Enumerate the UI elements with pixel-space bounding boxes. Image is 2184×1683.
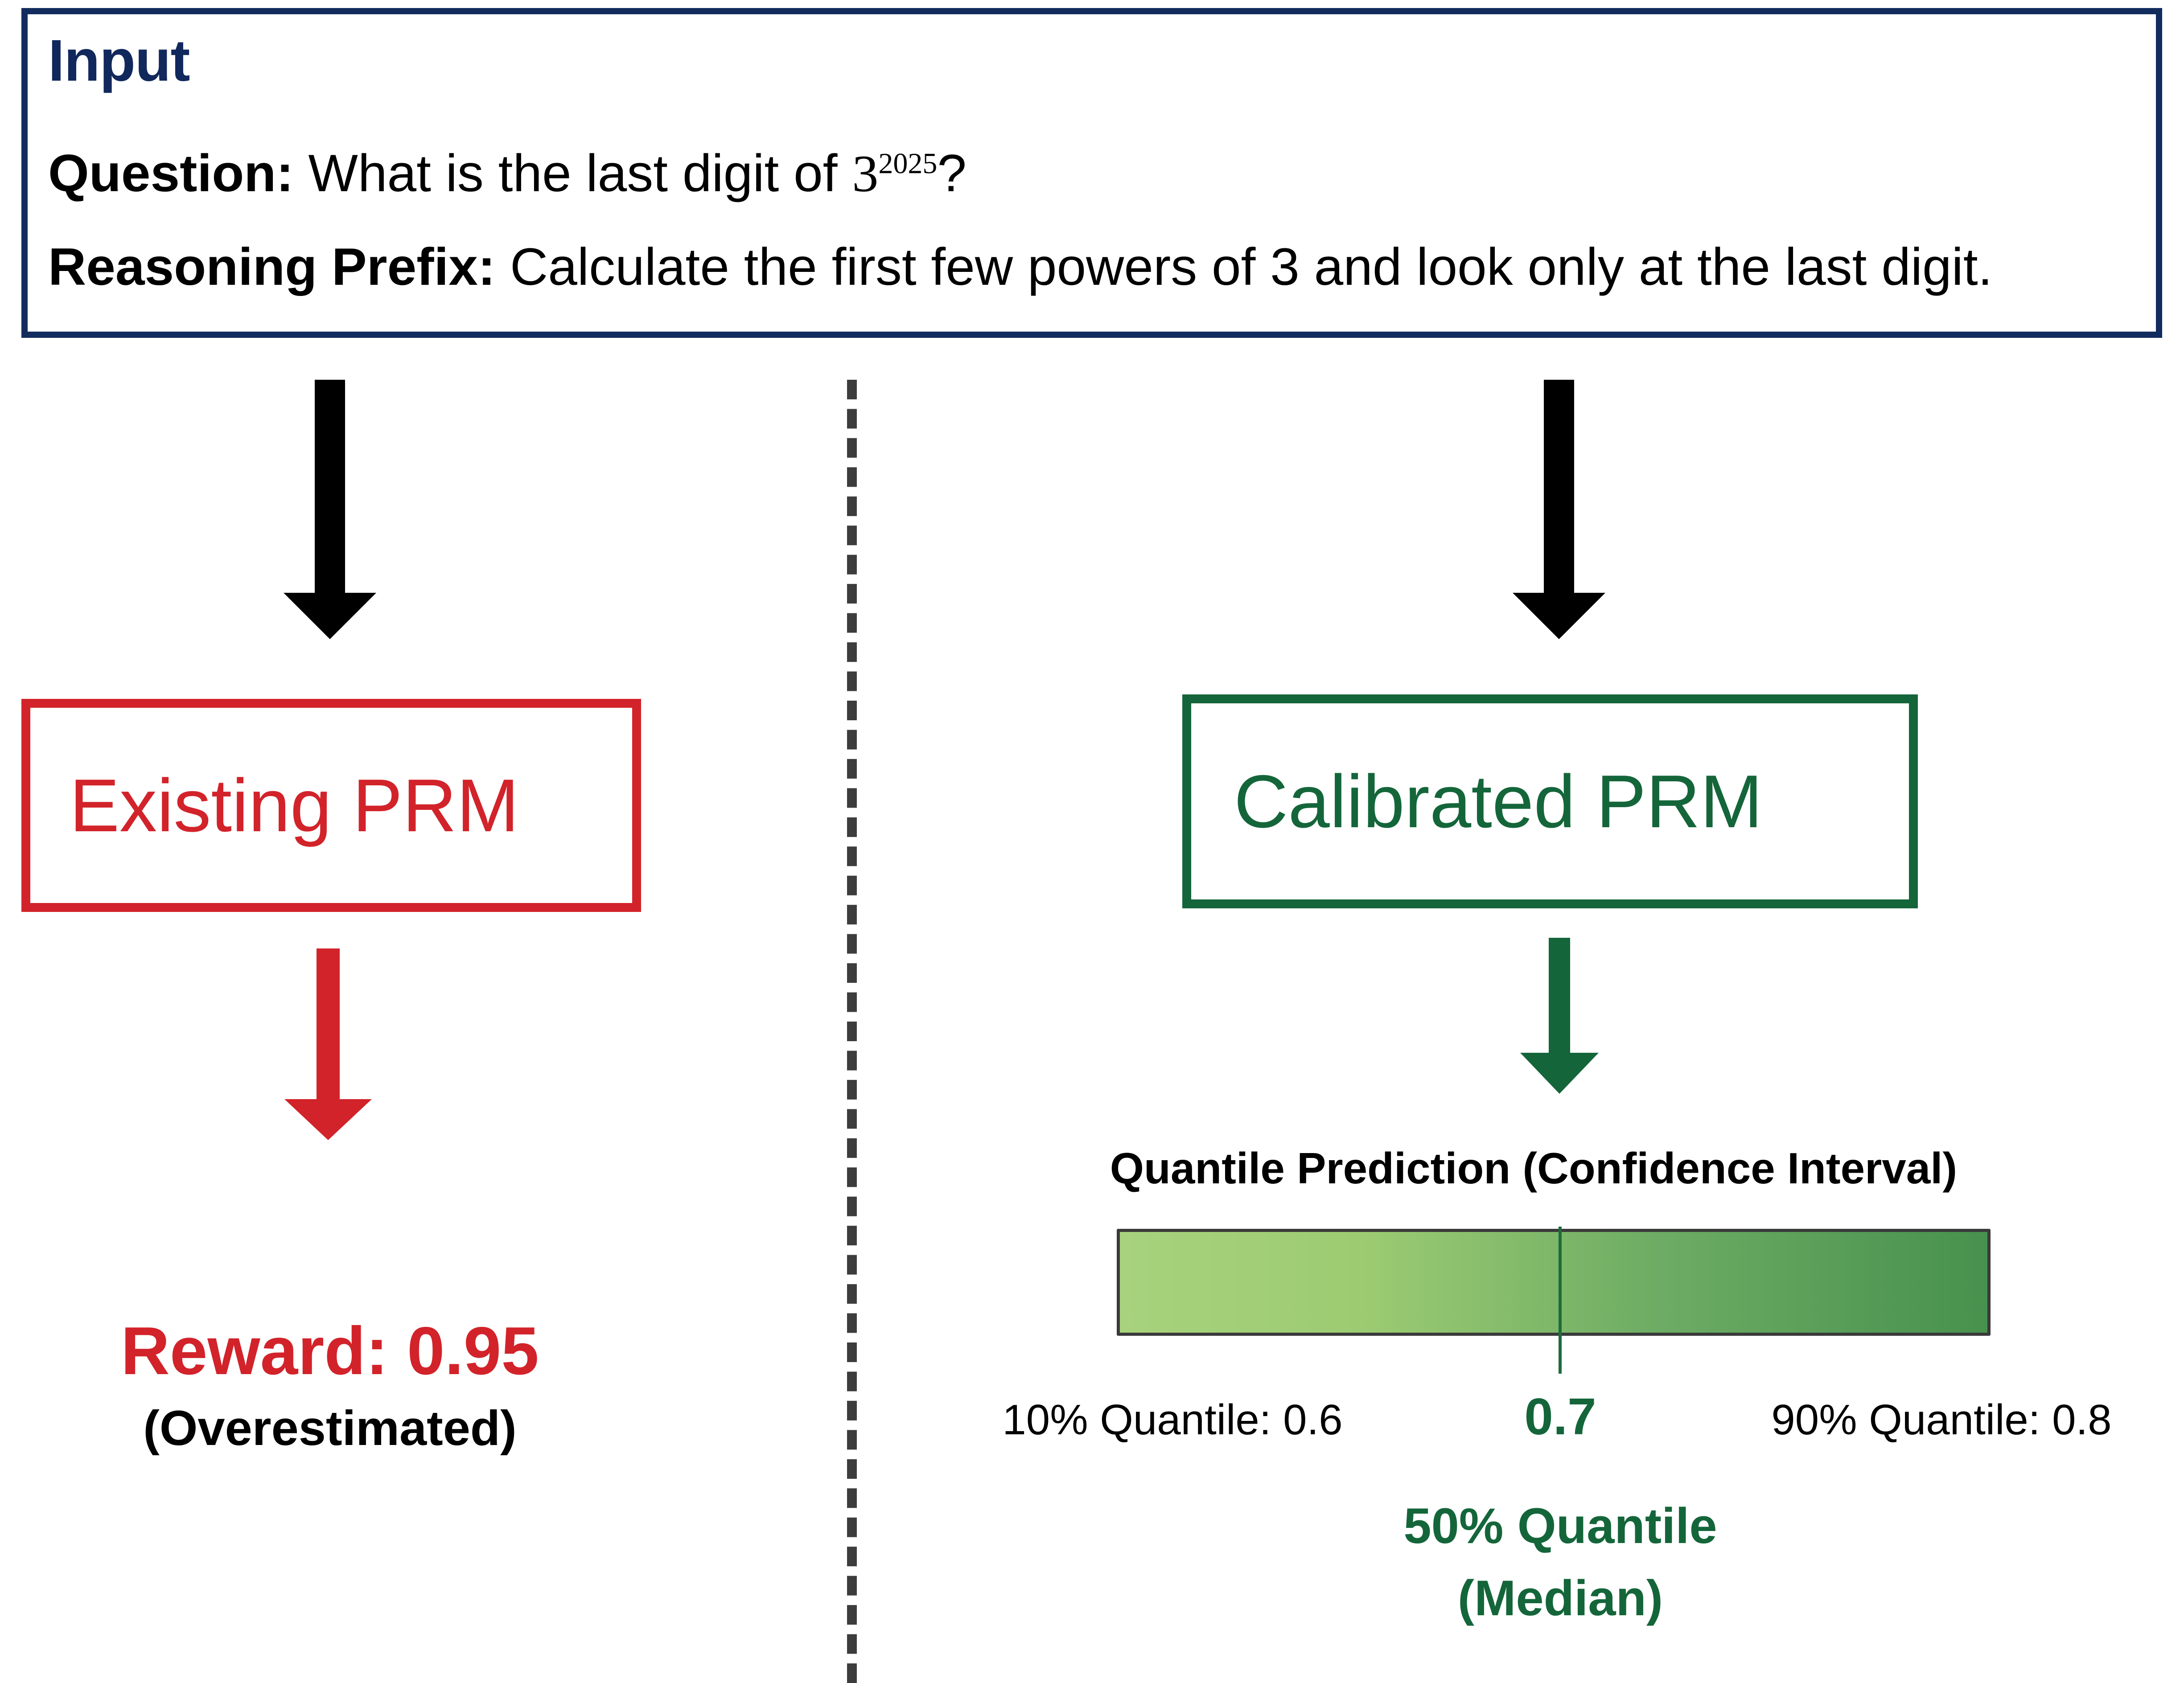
arrow-down-icon-input-to-existing-prm bbox=[315, 380, 345, 598]
arrow-down-icon-calibrated-prm-to-quantile-head bbox=[1520, 1053, 1599, 1094]
calibrated-prm-box: Calibrated PRM bbox=[1182, 694, 1918, 908]
existing-prm-box: Existing PRM bbox=[21, 699, 641, 912]
arrow-down-icon-input-to-calibrated-prm-head bbox=[1513, 593, 1605, 639]
question-base: 3 bbox=[852, 144, 879, 203]
reward-note: (Overestimated) bbox=[143, 1401, 517, 1456]
reward-value: Reward: 0.95 bbox=[121, 1313, 539, 1389]
question-label: Question: bbox=[48, 144, 294, 203]
q10-quantile-label: 10% Quantile: 0.6 bbox=[1002, 1396, 1343, 1444]
question-exponent: 2025 bbox=[878, 147, 938, 180]
question-text: What is the last digit of bbox=[308, 144, 838, 203]
calibrated-prm-label: Calibrated PRM bbox=[1234, 759, 1763, 843]
arrow-down-icon-input-to-existing-prm-head bbox=[284, 593, 376, 639]
page-title: Input bbox=[48, 28, 190, 93]
median-caption-line-1: 50% Quantile bbox=[1403, 1498, 1717, 1554]
existing-prm-label: Existing PRM bbox=[70, 764, 519, 847]
question-line: Question: What is the last digit of 3202… bbox=[48, 147, 967, 200]
reasoning-prefix-label: Reasoning Prefix: bbox=[48, 238, 496, 296]
q90-quantile-label: 90% Quantile: 0.8 bbox=[1771, 1396, 2112, 1444]
confidence-interval-bar bbox=[1117, 1229, 1991, 1336]
arrow-down-icon-calibrated-prm-to-quantile bbox=[1549, 938, 1570, 1058]
median-marker-line bbox=[1559, 1227, 1562, 1374]
quantile-prediction-heading: Quantile Prediction (Confidence Interval… bbox=[1110, 1144, 1958, 1193]
median-value-label: 0.7 bbox=[1524, 1387, 1596, 1445]
input-panel bbox=[21, 8, 2162, 338]
reasoning-prefix-text: Calculate the first few powers of 3 and … bbox=[510, 238, 1993, 296]
reasoning-prefix-line: Reasoning Prefix: Calculate the first fe… bbox=[48, 241, 1992, 293]
median-caption-line-2: (Median) bbox=[1457, 1570, 1663, 1626]
arrow-down-icon-existing-prm-to-reward-head bbox=[284, 1099, 372, 1140]
arrow-down-icon-existing-prm-to-reward bbox=[317, 948, 340, 1104]
question-suffix: ? bbox=[937, 144, 967, 203]
vertical-dashed-divider bbox=[847, 380, 857, 1683]
arrow-down-icon-input-to-calibrated-prm bbox=[1544, 380, 1574, 598]
